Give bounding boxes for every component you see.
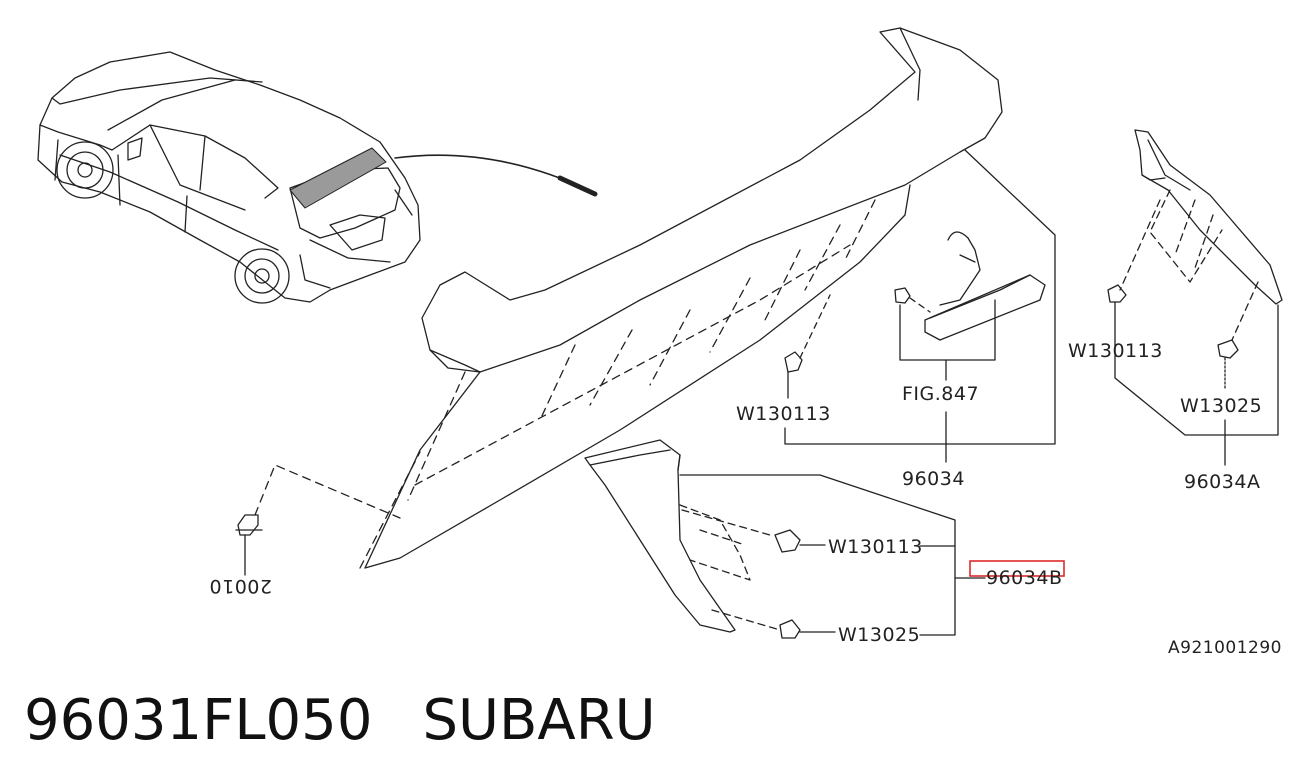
side-trim-96034B xyxy=(584,439,986,639)
leader-curve-end xyxy=(557,175,598,197)
side-spoiler-96034A xyxy=(1107,129,1283,466)
brand-name: SUBARU xyxy=(422,687,656,753)
label-96034B: 96034B xyxy=(986,567,1062,589)
label-20010: 20010 xyxy=(209,575,272,597)
label-w130113-lower: W130113 xyxy=(828,536,923,558)
label-w13025-lower: W13025 xyxy=(838,624,920,646)
part-number: 96031FL050 xyxy=(24,687,373,753)
label-fig847: FIG.847 xyxy=(902,383,979,405)
footer: 96031FL050 SUBARU xyxy=(24,680,656,760)
car-illustration xyxy=(37,51,421,304)
label-w130113-left: W130113 xyxy=(736,403,831,425)
label-w13025-right: W13025 xyxy=(1180,395,1262,417)
leader-curve xyxy=(394,154,593,193)
label-96034: 96034 xyxy=(902,468,965,490)
spoiler-96034 xyxy=(359,27,1003,569)
clip-w130113-left xyxy=(784,294,831,399)
bracket-96034 xyxy=(784,149,1056,445)
label-reference-code: A921001290 xyxy=(1168,638,1282,658)
label-96034A: 96034A xyxy=(1184,471,1260,493)
stop-lamp-fig847 xyxy=(894,231,1046,381)
clip-20010 xyxy=(235,464,401,576)
highlight-box xyxy=(969,560,1065,577)
label-w130113-right: W130113 xyxy=(1068,340,1163,362)
